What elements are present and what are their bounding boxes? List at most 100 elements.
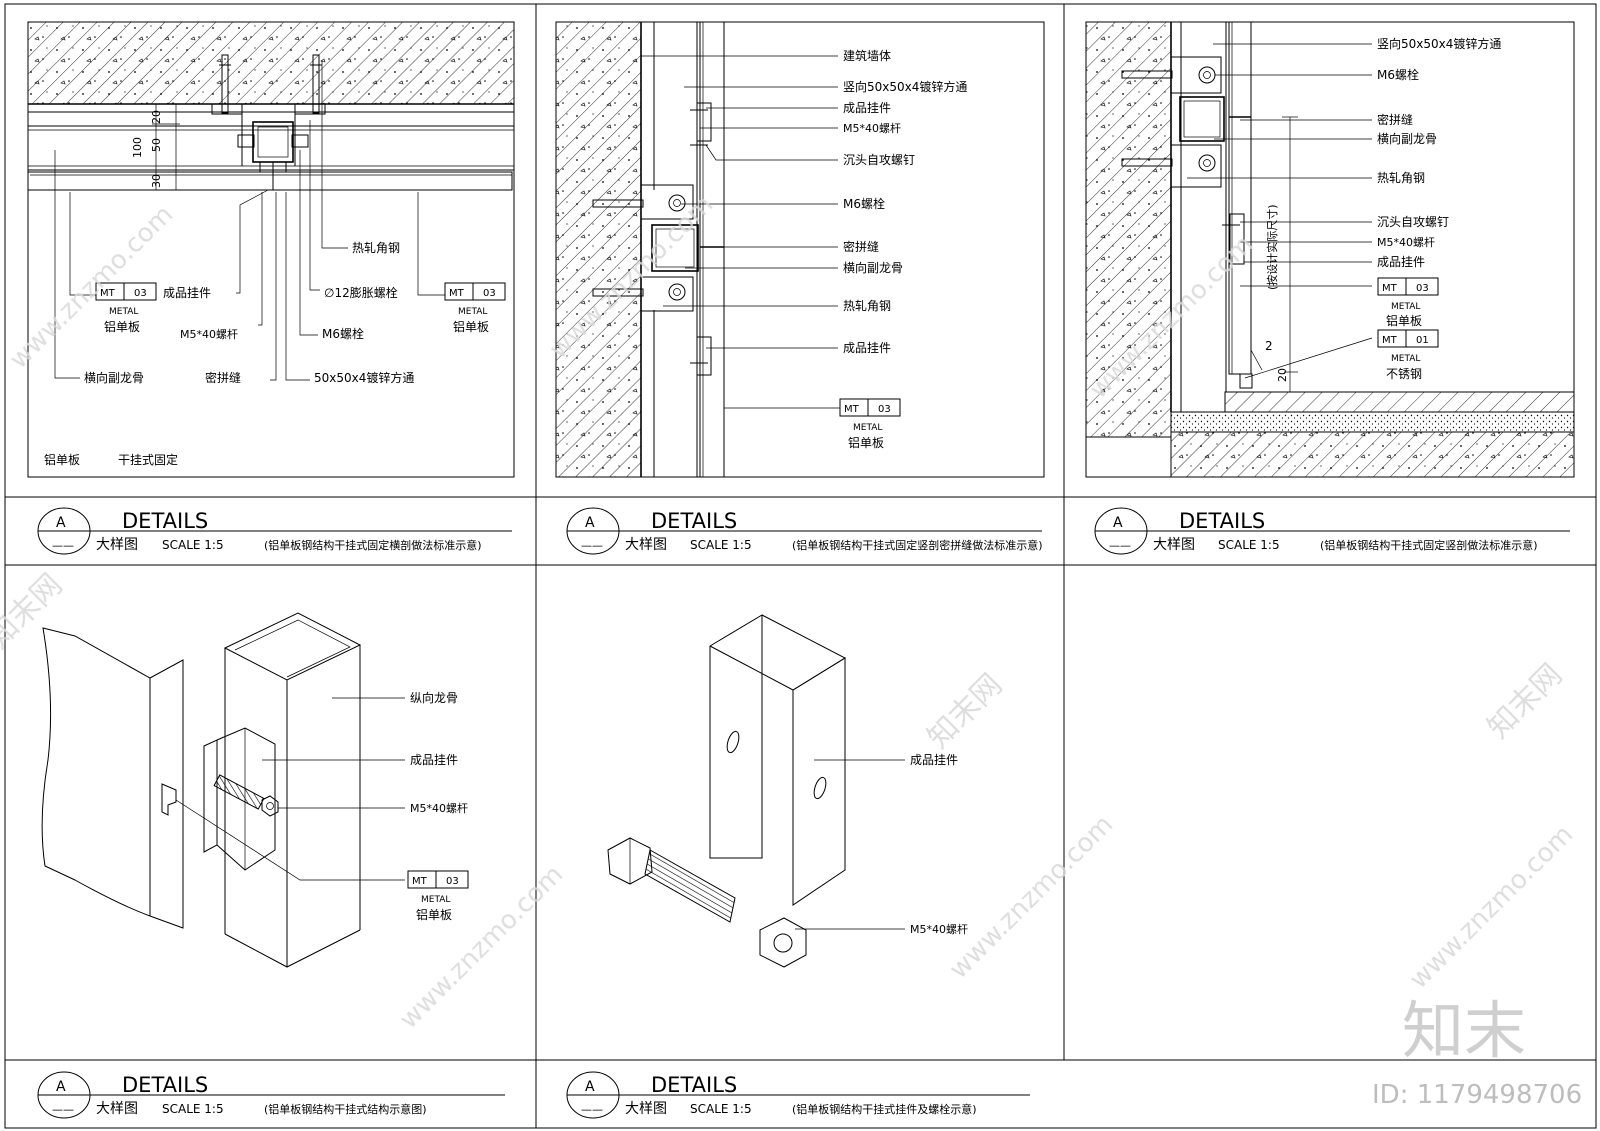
svg-text:知末网: 知末网	[0, 567, 69, 655]
svg-text:03: 03	[446, 876, 459, 887]
svg-text:METAL: METAL	[853, 423, 882, 433]
hanger-back-plate	[709, 614, 763, 859]
caption: (铝单板钢结构干挂式固定横剖做法标准示意)	[264, 538, 482, 552]
label-m5-rod: M5*40螺杆	[1377, 235, 1435, 249]
label-product-hanger: 成品挂件	[843, 101, 891, 115]
svg-text:SCALE 1:5: SCALE 1:5	[162, 538, 224, 552]
label-hot-angle: 热轧角钢	[843, 299, 891, 313]
anchor-bolt-upper	[592, 199, 644, 208]
dim-50: 50	[150, 138, 163, 152]
logo-text: 知末	[1402, 994, 1526, 1067]
hanger-lower	[696, 336, 712, 376]
title-block-2: A —— DETAILS 大样图 SCALE 1:5 (铝单板钢结构干挂式固定竖…	[566, 507, 1043, 555]
details-title: DETAILS	[651, 509, 737, 533]
panel-4-structure-isometric: 纵向龙骨 成品挂件 M5*40螺杆 MT 03 METAL 铝单板	[41, 612, 469, 968]
panel-1-leaders	[54, 60, 445, 381]
svg-text:METAL: METAL	[458, 307, 487, 317]
label-m5-rod: M5*40螺杆	[410, 801, 468, 815]
dim-30: 30	[150, 174, 163, 188]
svg-text:03: 03	[1416, 283, 1429, 294]
dim-20: 20	[1276, 368, 1289, 382]
details-title: DETAILS	[122, 1073, 208, 1097]
aluminum-panel-corner	[41, 627, 184, 929]
svg-text:A: A	[585, 1079, 595, 1095]
hanger-body	[216, 727, 276, 871]
svg-text:MT: MT	[412, 876, 428, 887]
material-tag-1: MT 03 METAL 铝单板	[95, 282, 157, 334]
bracket-assembly	[211, 54, 326, 190]
svg-text:大样图: 大样图	[625, 537, 667, 553]
svg-text:A: A	[585, 515, 595, 531]
side-note: (按设计实际尺寸)	[1265, 204, 1279, 290]
title-block-3: A —— DETAILS 大样图 SCALE 1:5 (铝单板钢结构干挂式固定竖…	[1094, 507, 1570, 555]
label-product-hanger: 成品挂件	[1377, 255, 1425, 269]
svg-text:大样图: 大样图	[96, 537, 138, 553]
dim-2: 2	[1265, 339, 1273, 353]
panel-2-vertical-section-joint: 建筑墙体 竖向50x50x4镀锌方通 成品挂件 M5*40螺杆 沉头自攻螺钉 M…	[555, 21, 1045, 478]
svg-text:A: A	[56, 1079, 66, 1095]
svg-text:METAL: METAL	[109, 307, 138, 317]
nut	[261, 795, 279, 817]
caption: (铝单板钢结构干挂式固定竖剖密拼缝做法标准示意)	[792, 538, 1043, 552]
label-transverse-keel: 横向副龙骨	[843, 260, 903, 275]
floor-screed	[1170, 411, 1575, 433]
expansion-bolt-left	[221, 54, 229, 114]
label-vertical-tube: 竖向50x50x4镀锌方通	[843, 79, 967, 94]
svg-text:METAL: METAL	[1391, 302, 1420, 312]
svg-text:01: 01	[1416, 335, 1429, 346]
svg-text:03: 03	[134, 288, 147, 299]
svg-text:——: ——	[52, 1103, 74, 1116]
svg-text:SCALE 1:5: SCALE 1:5	[162, 1102, 224, 1116]
label-m6-bolt: M6螺栓	[1377, 67, 1419, 82]
svg-text:知末网: 知末网	[921, 667, 1009, 755]
title-block-1: A —— DETAILS 大样图 SCALE 1:5 (铝单板钢结构干挂式固定横…	[37, 507, 512, 555]
label-m6-bolt: M6螺栓	[322, 326, 364, 341]
hex-nut	[759, 917, 807, 968]
panel-4-leaders	[175, 697, 405, 881]
label-expansion-bolt: ∅12膨胀螺栓	[324, 285, 398, 300]
svg-text:MT: MT	[844, 404, 860, 415]
svg-text:03: 03	[878, 404, 891, 415]
caption: (铝单板钢结构干挂式结构示意图)	[264, 1102, 427, 1116]
aluminum-panel-vertical	[699, 21, 725, 478]
panel-3-vertical-section: 20 2 (按设计实际尺寸) 竖向50x50x4镀锌方通 M6螺栓 密拼缝 横向…	[1085, 21, 1575, 478]
label-product-hanger: 成品挂件	[163, 286, 211, 300]
dim-100: 100	[131, 137, 144, 158]
note-dry-hang: 干挂式固定	[118, 452, 178, 467]
svg-text:www.znzmo.com: www.znzmo.com	[4, 200, 179, 375]
title-block-4: A —— DETAILS 大样图 SCALE 1:5 (铝单板钢结构干挂式结构示…	[37, 1071, 505, 1119]
svg-text:大样图: 大样图	[96, 1101, 138, 1117]
sheet-frame	[4, 3, 1597, 1129]
svg-text:铝单板: 铝单板	[453, 319, 489, 334]
svg-text:铝单板: 铝单板	[1386, 313, 1422, 328]
panel-3-dimensions: 20 2 (按设计实际尺寸)	[1250, 116, 1298, 393]
label-transverse-keel: 横向副龙骨	[84, 370, 144, 385]
title-block-5: A —— DETAILS 大样图 SCALE 1:5 (铝单板钢结构干挂式挂件及…	[566, 1071, 1030, 1119]
svg-text:——: ——	[581, 539, 603, 552]
label-wall: 建筑墙体	[843, 48, 891, 63]
bolt-thread	[644, 849, 736, 923]
svg-text:A: A	[1113, 515, 1123, 531]
square-tube-section	[651, 224, 699, 272]
label-m5-rod: M5*40螺杆	[180, 327, 238, 341]
label-seal-joint: 密拼缝	[843, 239, 879, 254]
svg-text:不锈钢: 不锈钢	[1386, 367, 1422, 381]
hanger-front-plate	[792, 657, 846, 906]
svg-text:铝单板: 铝单板	[848, 435, 884, 450]
floor-finish	[1224, 391, 1575, 413]
id-text: ID: 1179498706	[1372, 1080, 1582, 1110]
svg-text:MT: MT	[1382, 335, 1398, 346]
svg-text:——: ——	[1109, 539, 1131, 552]
expansion-bolt-right	[312, 54, 320, 114]
caption: (铝单板钢结构干挂式挂件及螺栓示意)	[792, 1102, 977, 1116]
label-countersunk-screw: 沉头自攻螺钉	[843, 153, 915, 167]
label-product-hanger: 成品挂件	[410, 753, 458, 767]
label-m6-bolt: M6螺栓	[843, 196, 885, 211]
svg-text:METAL: METAL	[1391, 354, 1420, 364]
svg-text:——: ——	[52, 539, 74, 552]
svg-text:A: A	[56, 515, 66, 531]
svg-text:——: ——	[581, 1103, 603, 1116]
label-countersunk-screw: 沉头自攻螺钉	[1377, 215, 1449, 229]
material-tag-2: MT 03 METAL 铝单板	[444, 282, 506, 334]
